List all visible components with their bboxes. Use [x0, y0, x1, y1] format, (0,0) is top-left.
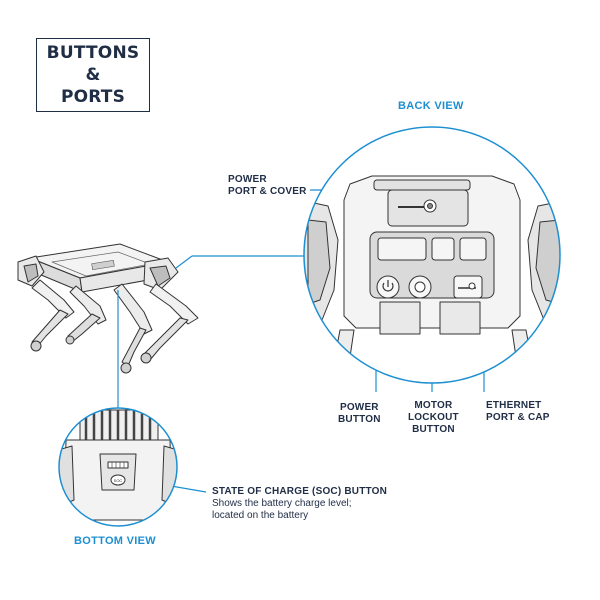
robot-illustration — [17, 243, 199, 374]
back-view-label: BACK VIEW — [398, 100, 464, 112]
bottom-view-label: BOTTOM VIEW — [74, 535, 156, 547]
ethernet-label: ETHERNET PORT & CAP — [486, 400, 550, 423]
page-title: BUTTONS & PORTS — [46, 43, 140, 107]
title-box: BUTTONS & PORTS — [36, 38, 150, 112]
power-port-label: POWER PORT & COVER — [228, 174, 307, 197]
power-button-label: POWER BUTTON — [338, 402, 381, 425]
soc-button-text: SOC — [114, 478, 123, 483]
soc-button-icon — [110, 474, 126, 486]
ethernet-port-icon — [453, 275, 483, 299]
motor-lockout-label: MOTOR LOCKOUT BUTTON — [408, 400, 459, 435]
soc-label: STATE OF CHARGE (SOC) BUTTON — [212, 486, 388, 497]
back-view-detail — [303, 126, 561, 384]
bottom-view-detail: SOC — [58, 407, 178, 527]
soc-description: Shows the battery charge level; located … — [212, 498, 352, 521]
